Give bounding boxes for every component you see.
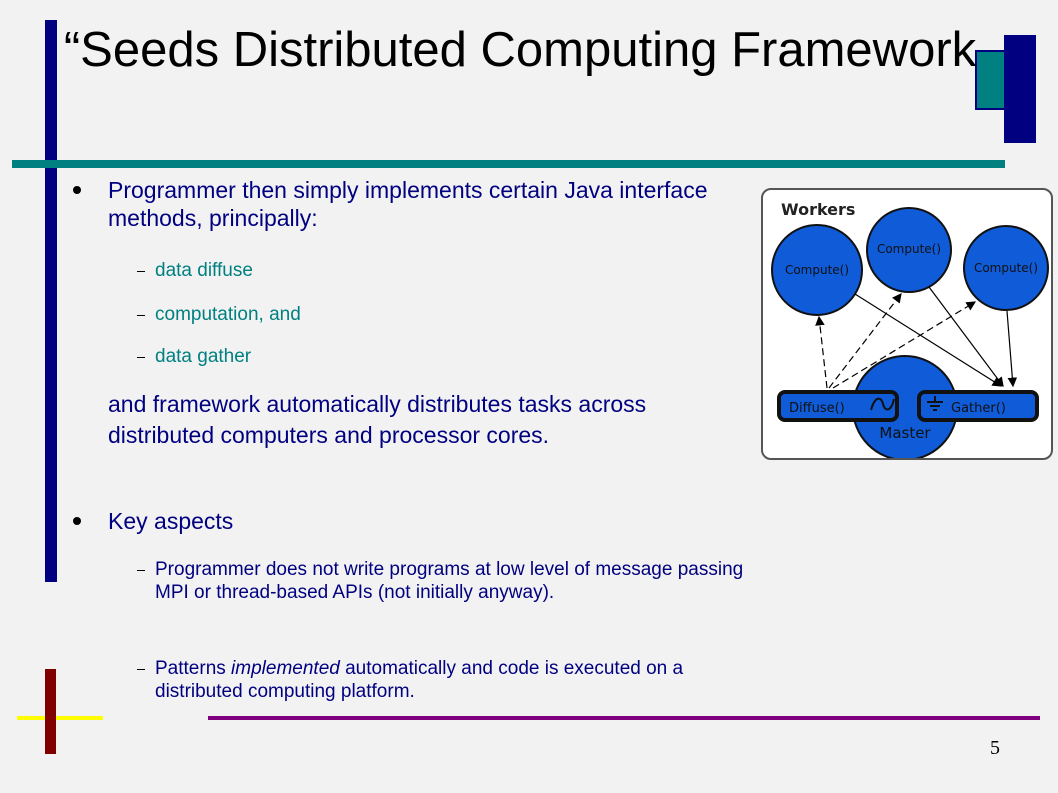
page-title: “Seeds Distributed Computing Framework [63, 23, 977, 77]
patterns-emphasis: implemented [231, 658, 340, 679]
page-number: 5 [990, 737, 1000, 759]
sub-item-computation: computation, and [155, 304, 301, 325]
workers-label: Workers [781, 200, 855, 219]
worker-node-middle [866, 207, 952, 293]
gather-box [917, 390, 1039, 422]
diffuse-label: Diffuse() [789, 401, 845, 416]
diffuse-box [777, 390, 899, 422]
master-label: Master [879, 424, 931, 442]
sub-item-diffuse: data diffuse [155, 260, 253, 281]
bullet-2-text: Key aspects [108, 508, 234, 534]
sub-dash [137, 271, 145, 272]
wave-icon [870, 397, 895, 411]
worker-right-label: Compute() [974, 261, 1038, 275]
worker-node-left [771, 224, 863, 316]
sub-item-no-low-level: Programmer does not write programs at lo… [155, 559, 744, 603]
worker-middle-label: Compute() [877, 242, 941, 256]
diagram-svg: Workers Master Compute() Compute() Compu… [771, 200, 1049, 458]
workers-master-diagram: Workers Master Compute() Compute() Compu… [761, 188, 1053, 460]
bottom-purple-line [208, 716, 1040, 720]
patterns-text-after: automatically and code is executed on a … [155, 658, 684, 702]
gather-label: Gather() [951, 401, 1006, 416]
worker-left-label: Compute() [785, 263, 849, 277]
left-vertical-bar [45, 20, 57, 582]
sub-item-gather: data gather [155, 346, 252, 367]
bullet-1-text: Programmer then simply implements certai… [108, 177, 708, 231]
sub-dash [137, 357, 145, 358]
bullet-dot [73, 186, 81, 194]
bottom-yellow-bar [17, 716, 103, 720]
bullet-dot [73, 517, 81, 525]
patterns-text-before: Patterns [155, 658, 232, 679]
sub-dash [137, 570, 145, 571]
ground-icon [927, 396, 943, 411]
bottom-red-bar [45, 669, 56, 754]
gather-arrows [854, 286, 1018, 388]
corner-navy-bar [1004, 35, 1036, 143]
sub-dash [137, 669, 145, 670]
worker-node-right [963, 225, 1049, 311]
bullet-1-continuation: and framework automatically distributes … [108, 391, 647, 448]
sub-dash [137, 315, 145, 316]
sub-item-patterns: Patterns implemented automatically and c… [155, 657, 745, 703]
title-underline-bar [12, 160, 1005, 168]
